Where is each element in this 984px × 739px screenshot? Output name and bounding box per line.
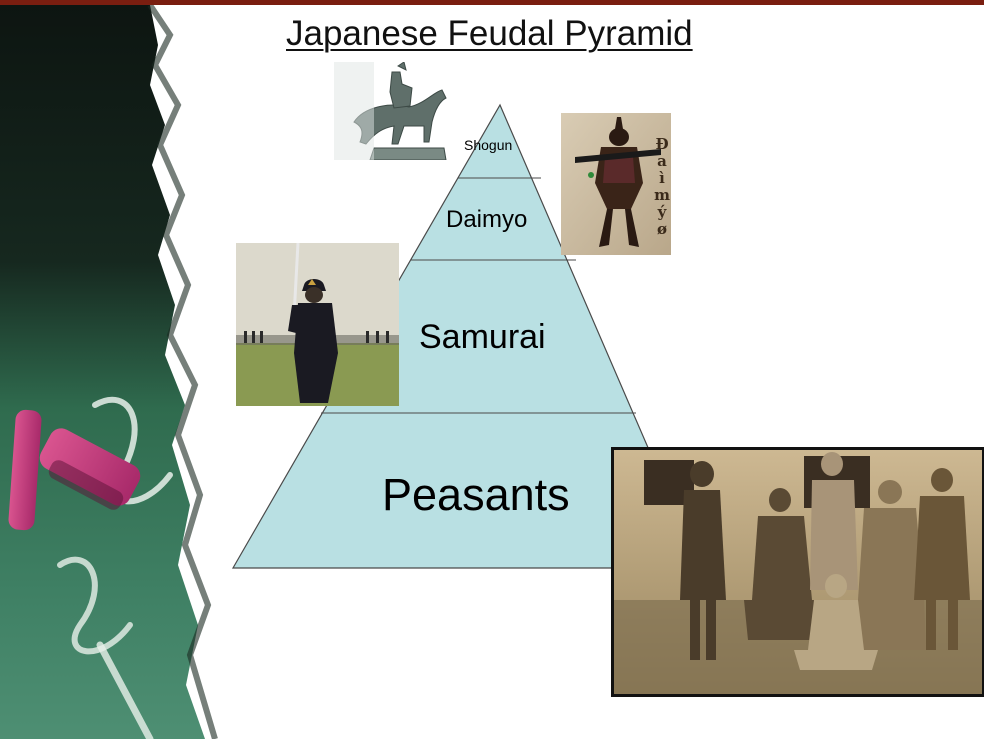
tier-label-daimyo: Daimyo	[446, 206, 528, 233]
top-accent-bar	[0, 0, 984, 5]
daimyo-caption-letter: a	[657, 152, 667, 170]
daimyo-caption-letter: m	[654, 186, 670, 204]
daimyo-caption-letter: ý	[657, 203, 667, 221]
samurai-photo	[236, 243, 399, 406]
chalkboard-decoration	[0, 5, 218, 739]
daimyo-warrior-photo	[561, 113, 671, 255]
tier-label-peasants: Peasants	[382, 469, 570, 520]
daimyo-photo-caption: Đ a ì m ý ø	[652, 136, 672, 238]
peasants-photo	[611, 447, 984, 697]
daimyo-caption-letter: Đ	[655, 135, 669, 153]
daimyo-caption-letter: ì	[659, 169, 665, 187]
tier-label-shogun: Shogun	[464, 137, 513, 153]
tier-label-samurai: Samurai	[419, 318, 546, 356]
page-title: Japanese Feudal Pyramid	[286, 14, 693, 53]
shogun-statue-photo	[334, 62, 464, 160]
daimyo-caption-letter: ø	[656, 220, 667, 238]
